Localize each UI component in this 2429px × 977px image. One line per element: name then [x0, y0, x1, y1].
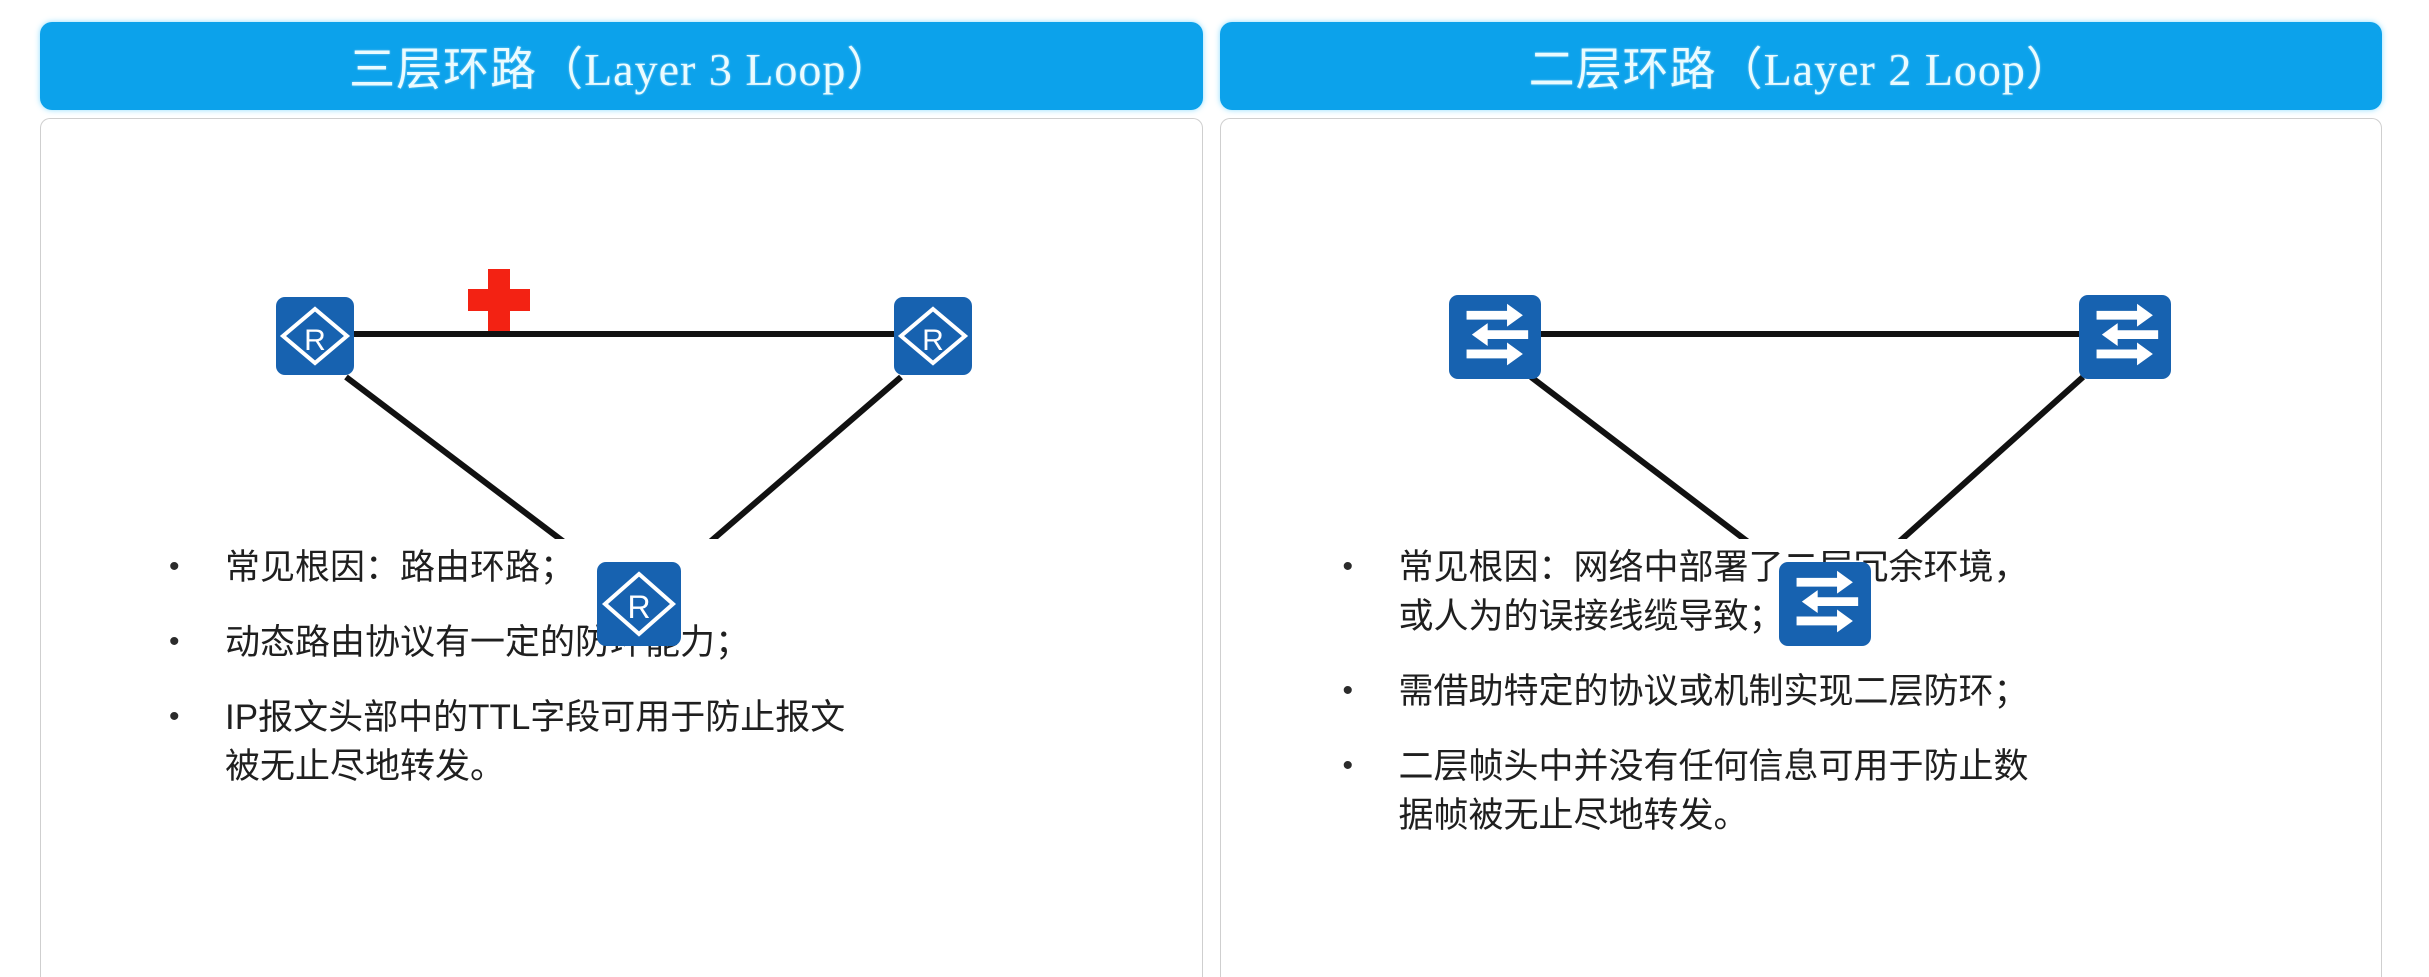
list-item: • 需借助特定的协议或机制实现二层防环； — [1343, 667, 2382, 716]
topology-links — [344, 331, 903, 539]
switch-icon-s3[interactable] — [1778, 562, 1871, 646]
link-r2-r3 — [708, 374, 903, 539]
panel-title-layer2: 二层环路（Layer 2 Loop） — [1528, 44, 2073, 95]
list-item: • 常见根因：路由环路； — [169, 543, 1202, 592]
panel-layer2-loop: 二层环路（Layer 2 Loop） — [1219, 22, 2382, 977]
bullet-marker: • — [1342, 674, 1354, 707]
panel-header-layer2: 二层环路（Layer 2 Loop） — [1219, 22, 2382, 110]
panel-body-layer2: • 常见根因：网络中部署了二层冗余环境， 或人为的误接线缆导致； • 需借助特定… — [1219, 118, 2382, 977]
bullet-marker: • — [169, 625, 180, 658]
bullet-marker: • — [169, 550, 180, 583]
topology-links — [1528, 331, 2085, 539]
svg-text:R: R — [627, 589, 650, 625]
switch-icon-s2[interactable] — [2078, 295, 2171, 379]
router-icon-r2[interactable]: R — [894, 297, 972, 375]
link-s2-s3 — [1897, 374, 2085, 539]
switch-icon-s1[interactable] — [1448, 295, 1541, 379]
router-icon-r3-node[interactable]: R — [597, 562, 681, 646]
bullet-text: IP报文头部中的TTL字段可用于防止报文 被无止尽地转发。 — [225, 698, 846, 786]
router-icon-r1[interactable]: R — [276, 297, 354, 375]
red-cross-marker — [468, 269, 530, 331]
bullet-text: 需借助特定的协议或机制实现二层防环； — [1398, 672, 2029, 711]
list-item: • 常见根因：网络中部署了二层冗余环境， 或人为的误接线缆导致； — [1343, 543, 2382, 641]
panel-title-layer3: 三层环路（Layer 3 Loop） — [349, 44, 894, 95]
svg-text:R: R — [304, 324, 326, 357]
bullet-list-layer2: • 常见根因：网络中部署了二层冗余环境， 或人为的误接线缆导致； • 需借助特定… — [1221, 543, 2382, 840]
panel-header-layer3: 三层环路（Layer 3 Loop） — [40, 22, 1203, 110]
link-s1-s3 — [1528, 374, 1749, 539]
svg-text:R: R — [922, 324, 944, 357]
bullet-list-layer3: • 常见根因：路由环路； • 动态路由协议有一定的防环能力； • IP报文头部中… — [41, 543, 1202, 791]
panel-body-layer3: R R R — [40, 118, 1203, 977]
list-item: • 二层帧头中并没有任何信息可用于防止数 据帧被无止尽地转发。 — [1343, 742, 2382, 840]
bullet-marker: • — [1342, 749, 1354, 782]
bullet-marker: • — [169, 700, 180, 733]
bullet-text: 常见根因：网络中部署了二层冗余环境， 或人为的误接线缆导致； — [1398, 548, 2029, 636]
bullet-marker: • — [1342, 550, 1354, 583]
panel-layer3-loop: 三层环路（Layer 3 Loop） — [40, 22, 1203, 977]
bullet-text: 常见根因：路由环路； — [225, 548, 576, 587]
diagram-layer3-topology: R R R — [41, 119, 1202, 646]
diagram-layer2-topology — [1221, 119, 2382, 646]
bullet-text: 二层帧头中并没有任何信息可用于防止数 据帧被无止尽地转发。 — [1398, 747, 2029, 835]
list-item: • IP报文头部中的TTL字段可用于防止报文 被无止尽地转发。 — [169, 693, 1202, 791]
link-r1-r3 — [344, 374, 565, 539]
